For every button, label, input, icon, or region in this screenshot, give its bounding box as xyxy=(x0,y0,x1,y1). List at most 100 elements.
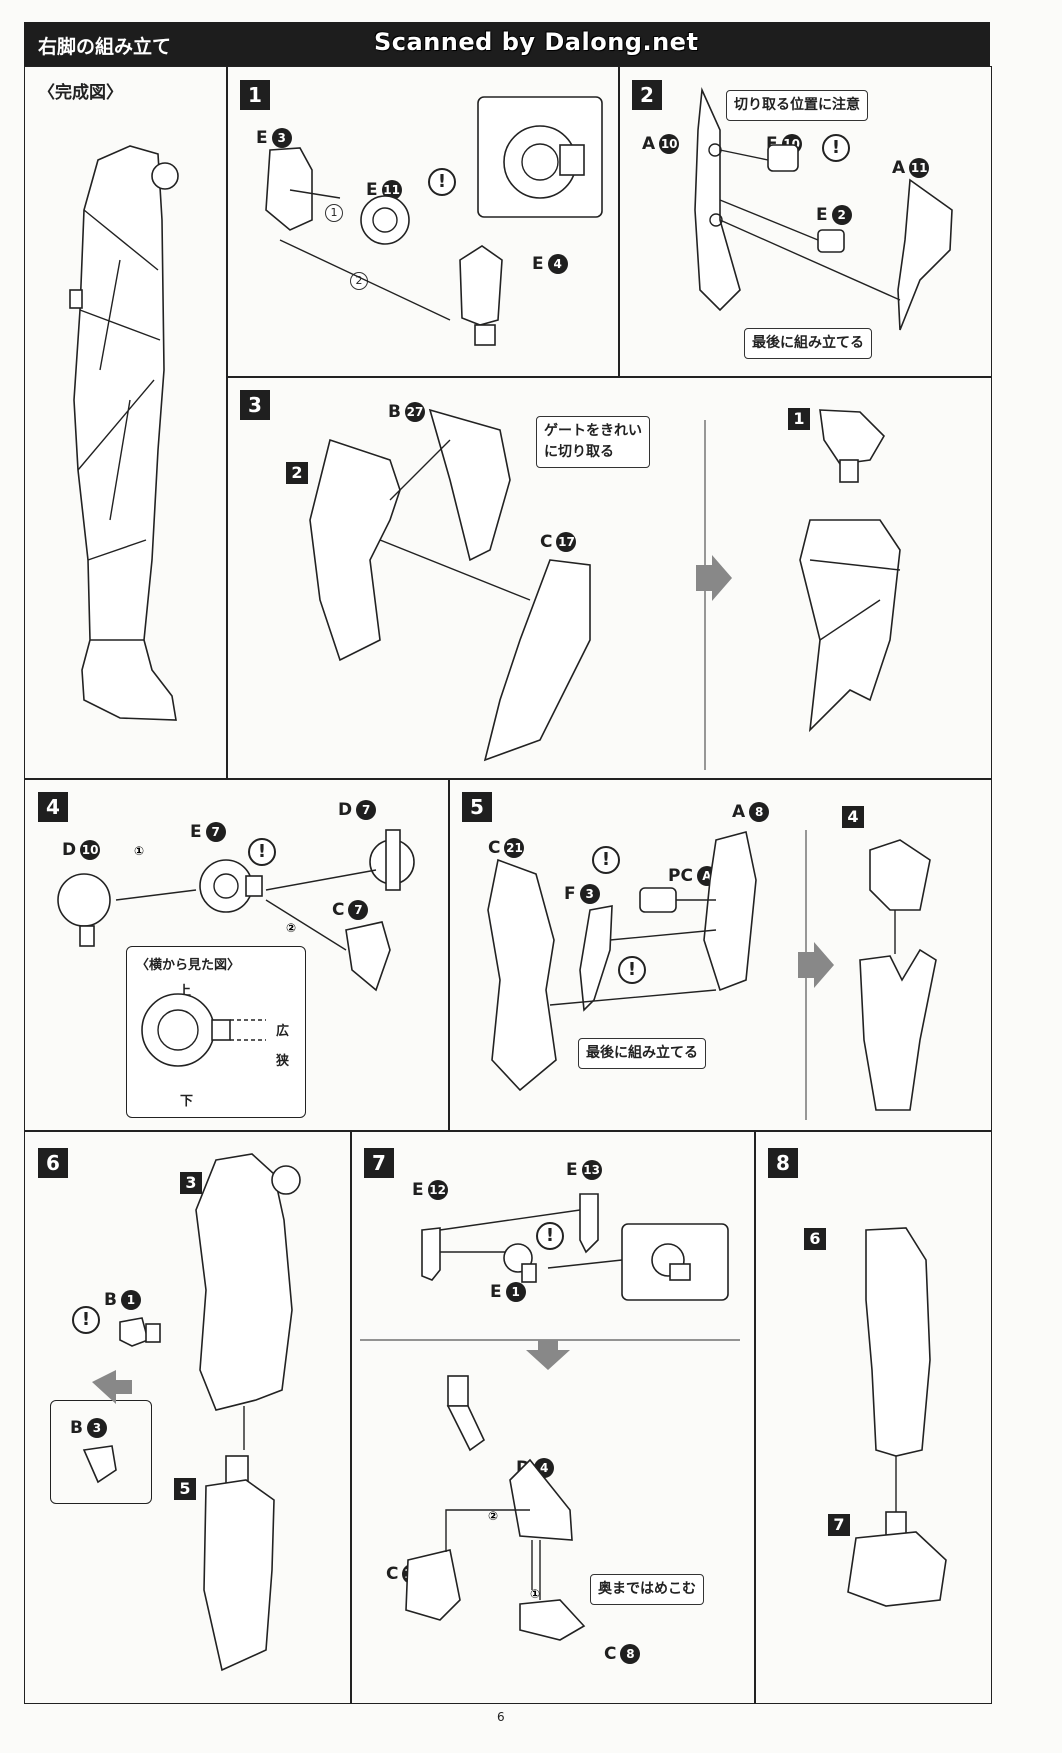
warning-icon: ! xyxy=(592,846,620,874)
callout-cut-gate: ゲートをきれいに切り取る xyxy=(536,416,650,468)
substep-5-ref: 5 xyxy=(174,1478,196,1500)
order-2-text: ② xyxy=(286,921,296,935)
part-number-badge: 13 xyxy=(581,1160,602,1180)
part-letter: C xyxy=(386,1564,399,1584)
step-6-illustration xyxy=(82,1153,301,1672)
part-letter: D xyxy=(338,800,353,820)
step-3-number: 3 xyxy=(240,390,270,420)
step-8-illustration xyxy=(847,1227,947,1607)
warning-icon: ! xyxy=(72,1306,100,1334)
part-letter: E xyxy=(816,205,828,225)
part-letter: C xyxy=(604,1644,617,1664)
part-letter: E xyxy=(412,1180,424,1200)
part-letter: A xyxy=(642,134,656,154)
step-3-panel xyxy=(226,376,992,780)
part-number-badge: 11 xyxy=(909,158,930,178)
part-number-badge: 7 xyxy=(348,900,369,920)
step-2-panel xyxy=(618,66,992,378)
part-number-badge: 21 xyxy=(504,838,525,858)
substep-1-ref: 1 xyxy=(788,408,810,430)
part-letter: PC xyxy=(668,866,693,886)
part-letter: B xyxy=(104,1290,117,1310)
part-letter: E xyxy=(532,254,544,274)
part-number-badge: 1 xyxy=(505,1282,526,1302)
part-number-badge: 3 xyxy=(271,128,292,148)
part-number-badge: 7 xyxy=(356,800,377,820)
scan-watermark: Scanned by Dalong.net xyxy=(374,28,699,56)
part-number-badge: 3 xyxy=(579,884,600,904)
order-2-text: ② xyxy=(488,1509,498,1523)
step-2-number: 2 xyxy=(632,80,662,110)
step-7-number: 7 xyxy=(364,1148,394,1178)
step-1-illustration xyxy=(265,96,603,346)
step-3-illustration xyxy=(309,408,901,770)
substep-2-ref: 2 xyxy=(286,462,308,484)
part-letter: E xyxy=(256,128,268,148)
part-number-badge: 2 xyxy=(831,205,852,225)
part-number-badge: 8 xyxy=(749,802,770,822)
order-1-marker: 1 xyxy=(325,204,343,222)
callout-line: に切り取る xyxy=(544,444,614,460)
step-4-number: 4 xyxy=(38,792,68,822)
callout-line: ゲートをきれい xyxy=(544,423,642,439)
warning-icon: ! xyxy=(618,956,646,984)
callout-assemble-last: 最後に組み立てる xyxy=(744,328,872,359)
part-number-badge: 12 xyxy=(427,1180,448,1200)
part-number-badge: 1 xyxy=(120,1290,141,1310)
page-number: 6 xyxy=(497,1710,505,1724)
step-6-panel xyxy=(24,1130,352,1704)
step-1-panel xyxy=(226,66,620,378)
callout-assemble-last: 最後に組み立てる xyxy=(578,1038,706,1069)
step-4-illustration: ① ② xyxy=(57,829,415,1067)
callout-push-in-fully: 奥まではめこむ xyxy=(590,1574,704,1605)
warning-icon: ! xyxy=(428,168,456,196)
step-7-panel xyxy=(350,1130,756,1704)
step-8-panel xyxy=(754,1130,992,1704)
step-4-panel xyxy=(24,778,450,1132)
side-view-wide: 広 xyxy=(276,1024,290,1039)
step-1-number: 1 xyxy=(240,80,270,110)
part-letter: C xyxy=(488,838,501,858)
part-letter: B xyxy=(388,402,401,422)
side-view-narrow: 狭 xyxy=(276,1054,290,1069)
part-number-badge: 3 xyxy=(86,1418,107,1438)
part-number-badge: 11 xyxy=(381,180,402,200)
step-6-number: 6 xyxy=(38,1148,68,1178)
order-1-text: ① xyxy=(530,1587,540,1601)
finished-leg-illustration xyxy=(69,145,179,721)
substep-3-ref: 3 xyxy=(180,1172,202,1194)
substep-6-ref: 6 xyxy=(804,1228,826,1250)
substep-7-ref: 7 xyxy=(828,1514,850,1536)
part-letter: E xyxy=(566,1160,578,1180)
part-number-badge: 10 xyxy=(659,134,680,154)
warning-icon: ! xyxy=(822,134,850,162)
section-header: 右脚の組み立て Scanned by Dalong.net xyxy=(24,22,990,66)
section-title: 右脚の組み立て xyxy=(38,36,172,58)
part-letter: A xyxy=(732,802,746,822)
step-7-illustration: ② ① xyxy=(360,1193,740,1641)
step-5-panel xyxy=(448,778,992,1132)
part-letter: D xyxy=(62,840,77,860)
part-number-badge: 7 xyxy=(205,822,226,842)
part-number-badge: 17 xyxy=(556,532,577,552)
part-number-badge: 8 xyxy=(620,1644,641,1664)
part-letter: B xyxy=(70,1418,83,1438)
step-2-illustration xyxy=(694,86,953,331)
step-5-illustration xyxy=(487,830,937,1120)
